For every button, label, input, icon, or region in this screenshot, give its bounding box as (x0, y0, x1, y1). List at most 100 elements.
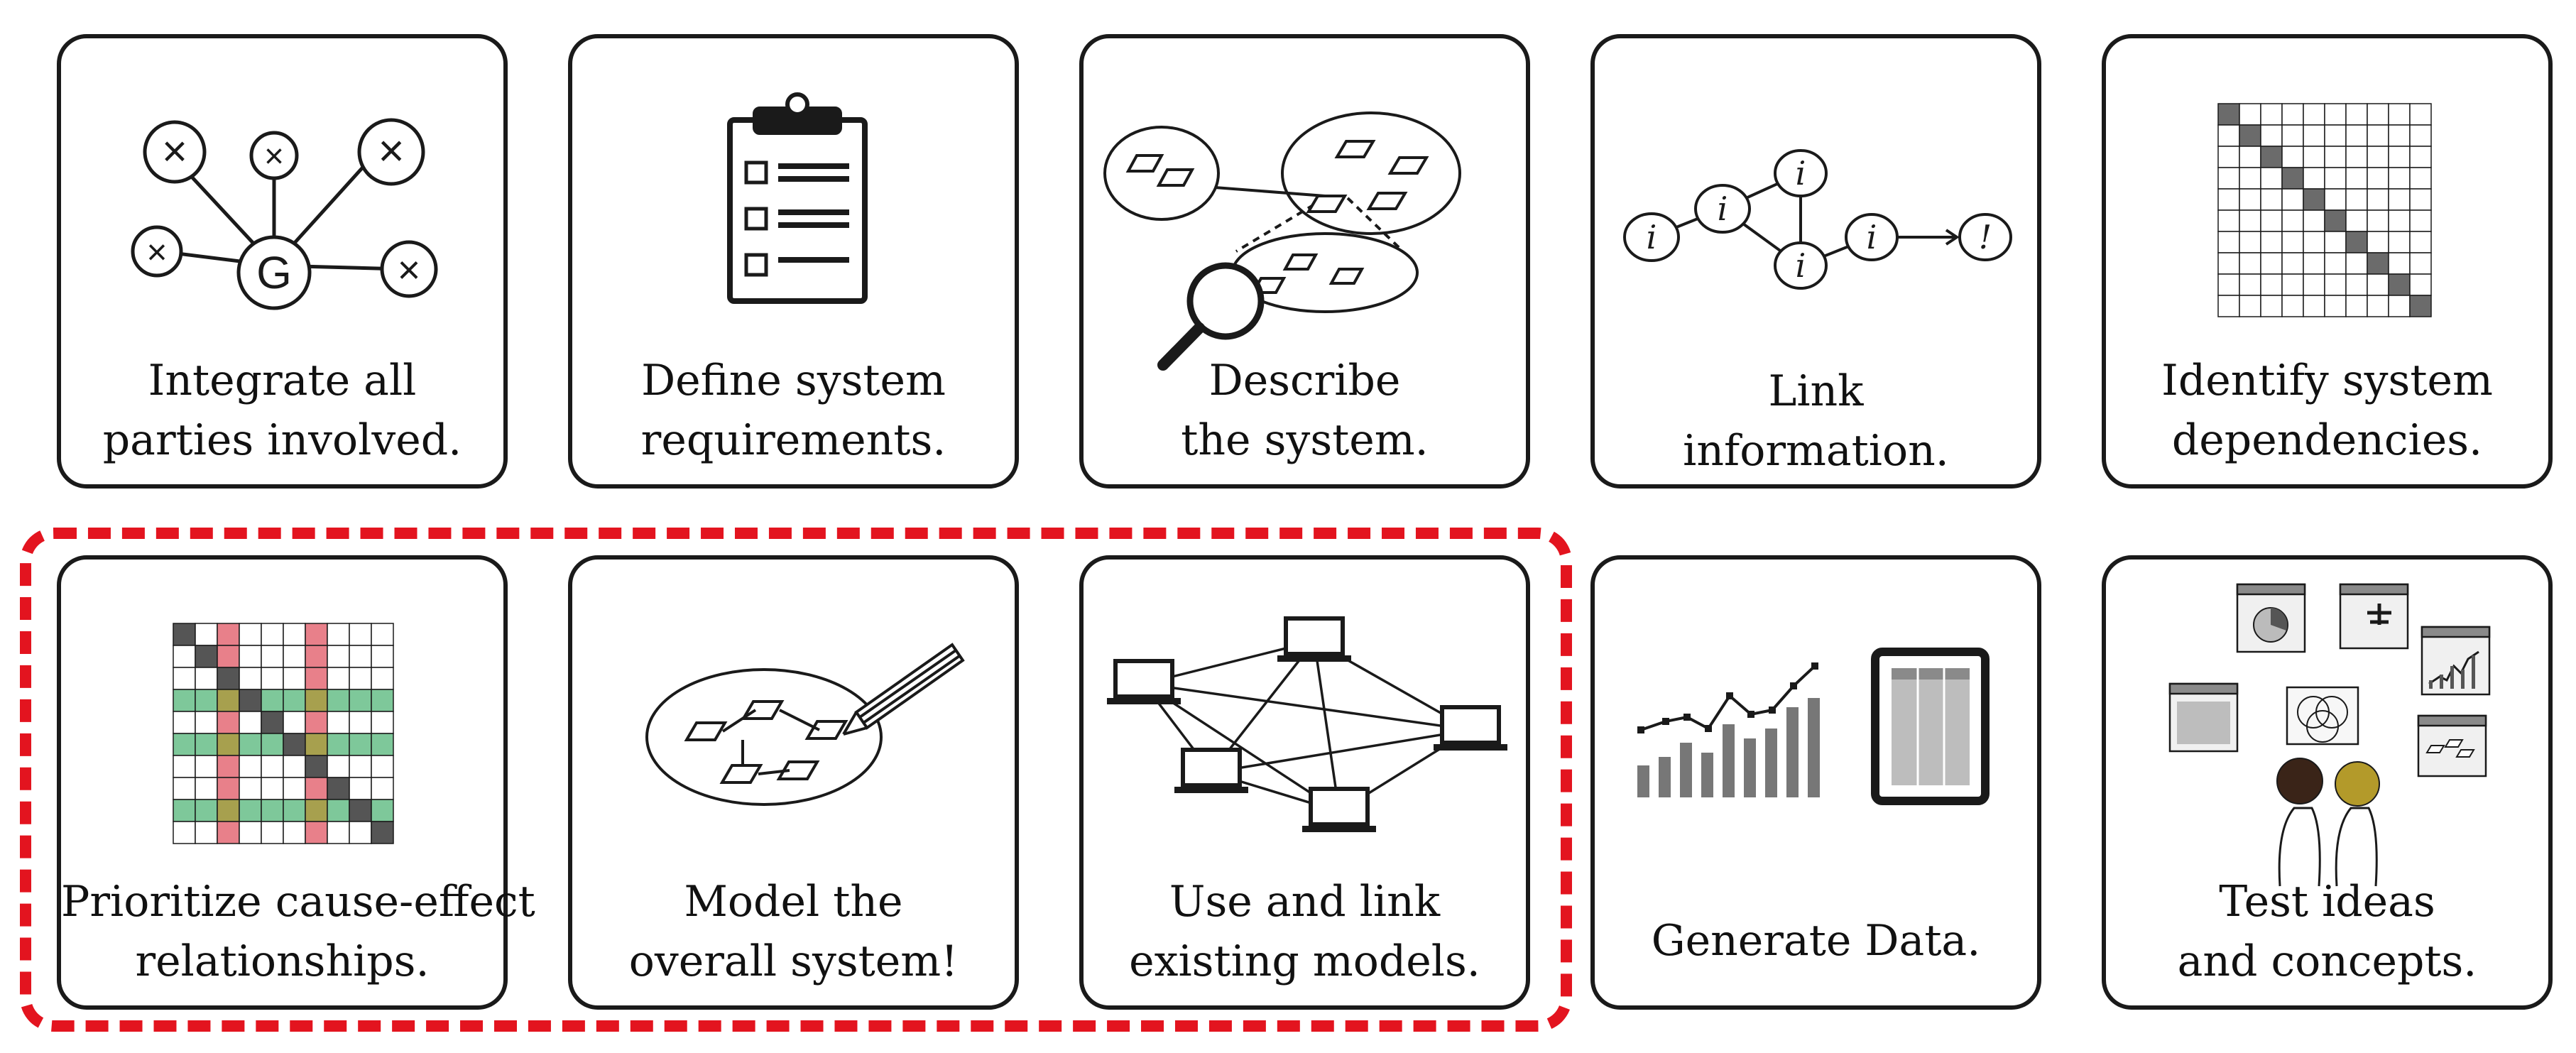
matrix-cell (239, 755, 262, 778)
matrix-cell (2281, 295, 2304, 317)
matrix-cell (261, 667, 284, 690)
matrix-cell (2367, 295, 2389, 317)
matrix-cell (2281, 146, 2304, 168)
matrix-cell (2324, 295, 2347, 317)
matrix-cell (371, 711, 394, 734)
matrix-cell (173, 623, 196, 646)
matrix-cell (2345, 252, 2368, 275)
matrix-cell (2239, 273, 2261, 296)
matrix-cell (2239, 167, 2261, 190)
matrix-cell (2217, 124, 2240, 147)
matrix-cell (173, 667, 196, 690)
matrix-cell (2217, 167, 2240, 190)
matrix-cell (173, 645, 196, 668)
card-generate: Generate Data. (1590, 555, 2041, 1010)
matrix-cell (239, 667, 262, 690)
matrix-cell (261, 623, 284, 646)
matrix-cell (2239, 209, 2261, 232)
hub-label: G (256, 247, 292, 298)
matrix-cell (349, 755, 372, 778)
matrix-cell (261, 821, 284, 844)
matrix-cell (2409, 252, 2432, 275)
matrix-cell (2239, 252, 2261, 275)
matrix-cell (2324, 273, 2347, 296)
matrix-cell (371, 821, 394, 844)
matrix-cell (2281, 167, 2304, 190)
matrix-cell (173, 799, 196, 822)
matrix-cell (349, 821, 372, 844)
matrix-cell (327, 755, 350, 778)
matrix-cell (2217, 295, 2240, 317)
matrix-cell (2409, 209, 2432, 232)
matrix-cell (2324, 124, 2347, 147)
matrix-cell (2345, 273, 2368, 296)
matrix-cell (2345, 188, 2368, 211)
matrix-cell (2409, 295, 2432, 317)
matrix-cell (2409, 188, 2432, 211)
matrix-cell (173, 733, 196, 756)
matrix-cell (327, 689, 350, 712)
matrix-cell (217, 667, 240, 690)
matrix-cell (305, 711, 328, 734)
matrix-cell (349, 667, 372, 690)
matrix-cell (2324, 252, 2347, 275)
matrix-cell (2367, 231, 2389, 253)
svg-text:×: × (264, 138, 284, 175)
svg-text:i: i (1647, 218, 1657, 256)
matrix-cell (2217, 231, 2240, 253)
matrix-cell (2281, 209, 2304, 232)
matrix-cell (327, 777, 350, 800)
matrix-cell (239, 689, 262, 712)
matrix-cell (371, 623, 394, 646)
matrix-cell (2388, 167, 2411, 190)
matrix-cell (283, 777, 306, 800)
matrix-cell (217, 733, 240, 756)
matrix-cell (305, 755, 328, 778)
matrix-cell (2239, 231, 2261, 253)
matrix-cell (2367, 103, 2389, 126)
pencil-model-icon (645, 643, 965, 806)
matrix-cell (2303, 124, 2325, 147)
matrix-cell (2388, 231, 2411, 253)
matrix-cell (2303, 252, 2325, 275)
matrix-cell (2409, 103, 2432, 126)
matrix-cell (2260, 252, 2283, 275)
matrix-cell (2303, 103, 2325, 126)
matrix-cell (349, 799, 372, 822)
svg-text:×: × (146, 232, 167, 272)
matrix-cell (283, 733, 306, 756)
laptop-base (1107, 698, 1181, 704)
matrix-cell (2260, 103, 2283, 126)
matrix-cell (2324, 103, 2347, 126)
matrix-cell (371, 799, 394, 822)
matrix-cell (239, 711, 262, 734)
card-caption: Generate Data. (1651, 916, 1981, 966)
matrix-cell (305, 733, 328, 756)
matrix-cell (239, 821, 262, 844)
laptop-icon (1284, 616, 1345, 656)
system-magnifier-icon (1103, 111, 1461, 371)
matrix-cell (2345, 124, 2368, 147)
matrix-cell (327, 821, 350, 844)
matrix-cell (327, 711, 350, 734)
graph-stakeholders-icon: G × × × × × (131, 118, 438, 310)
matrix-cell (195, 733, 218, 756)
matrix-cell (283, 755, 306, 778)
matrix-cell (283, 623, 306, 646)
dependency-matrix-icon (2217, 103, 2432, 317)
matrix-cell (217, 755, 240, 778)
laptop-base (1174, 787, 1248, 793)
matrix-cell (173, 711, 196, 734)
matrix-cell (2260, 209, 2283, 232)
matrix-cell (2367, 273, 2389, 296)
matrix-cell (2303, 146, 2325, 168)
matrix-cell (2239, 146, 2261, 168)
matrix-cell (2367, 252, 2389, 275)
matrix-cell (2217, 273, 2240, 296)
matrix-cell (2345, 146, 2368, 168)
